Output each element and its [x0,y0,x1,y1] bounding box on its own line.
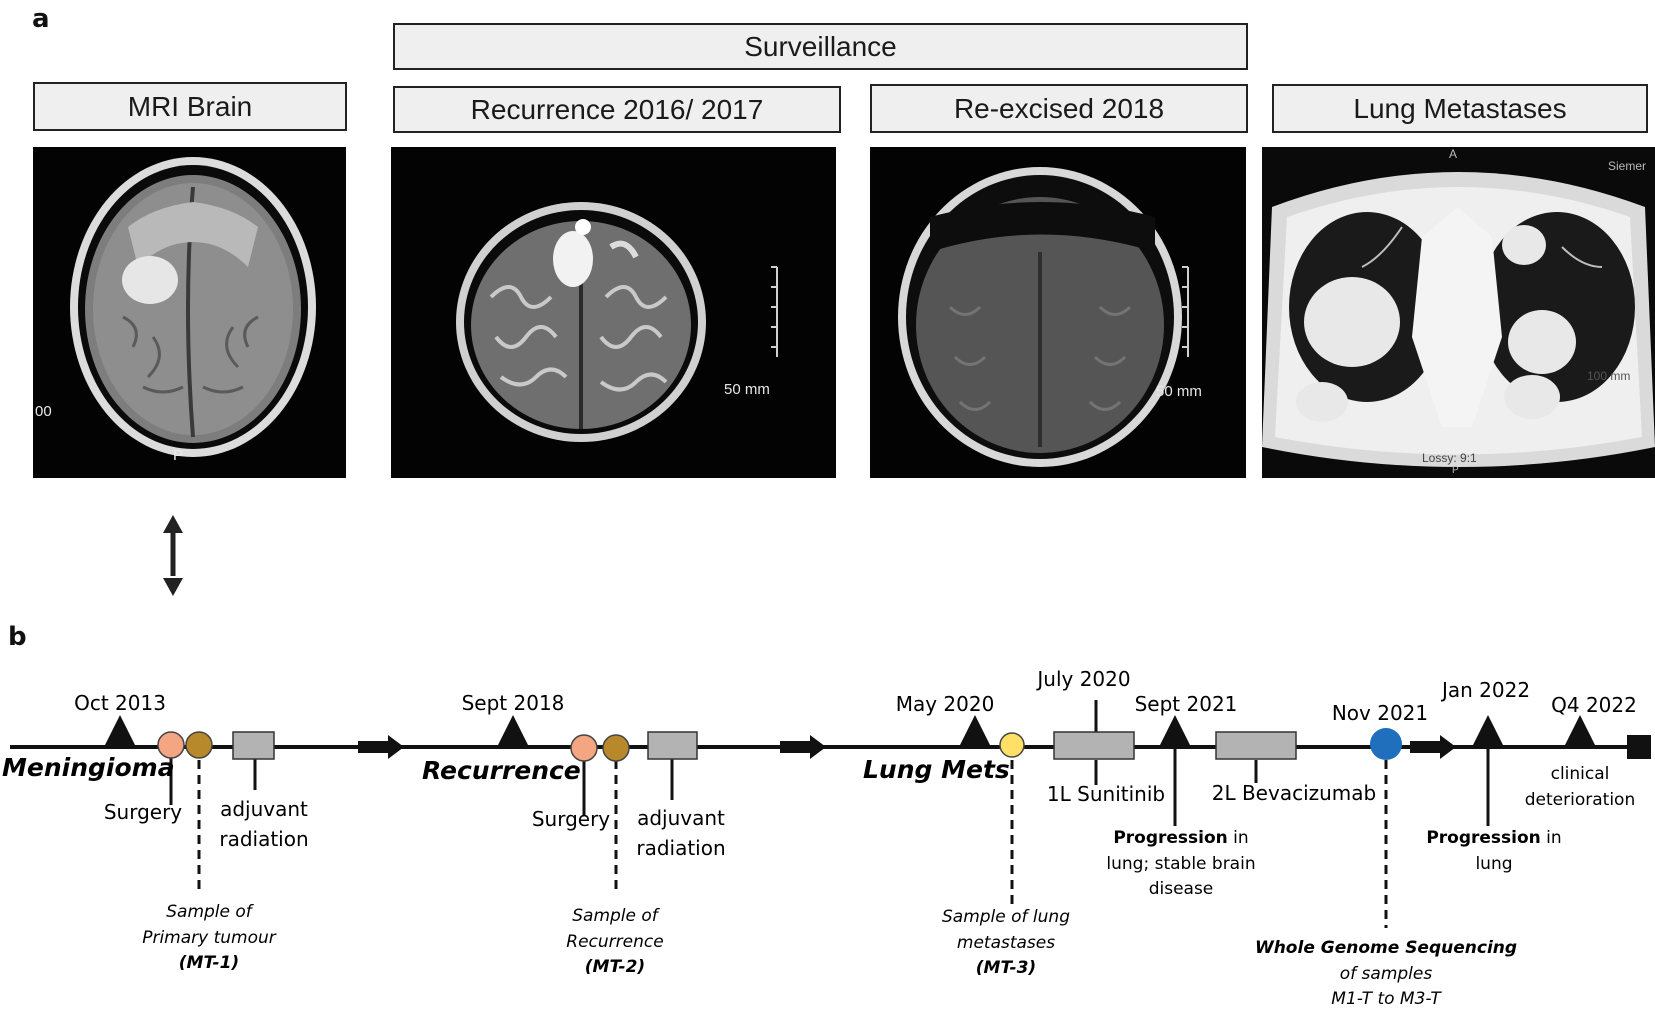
arrow-right-icon [1410,735,1456,759]
progression-rest: in [1541,828,1562,848]
sample-mt1-line2: Primary tumour [142,928,277,948]
lung-ct-scan: A Siemer 100 mm Lossy: 9:1 P [1262,147,1655,478]
reexcised-scan: 50 mm [870,147,1246,478]
surgery-label: Surgery [532,807,610,831]
lung-compression-label: Lossy: 9:1 [1422,451,1477,465]
reexcised-scale-label: 50 mm [1156,383,1202,400]
date-q4-2022: Q4 2022 [1551,693,1637,717]
clinical-label: clinical [1551,764,1610,784]
lung-vendor-label: Siemer [1608,159,1647,173]
date-sept-2018: Sept 2018 [462,691,565,715]
sample-mt1-id: (MT-1) [179,953,239,973]
date-marker-may-2020 [959,715,991,747]
deterioration-label: deterioration [1525,790,1635,810]
progression-bold: Progression [1113,828,1227,848]
radiation-label: radiation [636,836,725,860]
progression-line3: disease [1149,879,1214,899]
sample-marker [602,734,630,762]
progression-bold: Progression [1426,828,1540,848]
date-marker-sept-2021 [1159,715,1191,747]
radiation-label: radiation [219,827,308,851]
wgs-line3: M1-T to M3-T [1331,989,1442,1009]
date-jan-2022: Jan 2022 [1440,678,1530,702]
bevacizumab-box [1215,731,1297,760]
wgs-title: Whole Genome Sequencing [1255,938,1517,958]
date-marker-sept-2018 [497,715,529,747]
sample-mt2-line1: Sample of [572,906,661,926]
date-may-2020: May 2020 [896,692,995,716]
sample-mt2-line2: Recurrence [566,932,663,952]
surgery-marker [157,731,185,759]
arrow-right-icon [358,735,404,759]
stage-meningioma: Meningioma [2,753,175,782]
progression-line2: lung; stable brain [1106,854,1255,874]
mri-brain-scan: 00 P [33,147,346,478]
surgery-label: Surgery [104,800,182,824]
lung-posterior-label: P [1452,465,1459,476]
recurrence-scan: 50 mm [391,147,836,478]
date-oct-2013: Oct 2013 [74,691,166,715]
stage-recurrence: Recurrence [422,756,581,785]
date-sept-2021: Sept 2021 [1135,692,1238,716]
lung-metastases-header: Lung Metastases [1272,84,1648,133]
date-marker-jan-2022 [1472,715,1504,747]
stage-lung-mets: Lung Mets [863,755,1010,784]
wgs-line2: of samples [1340,964,1433,984]
sample-mt3-id: (MT-3) [976,958,1036,978]
lung-sample-marker [999,732,1025,758]
radiation-box [232,731,275,760]
mri-zoom-label: 00 [35,403,52,420]
surveillance-header: Surveillance [393,23,1248,70]
wgs-marker [1370,728,1402,760]
recurrence-header: Recurrence 2016/ 2017 [393,86,841,133]
sample-mt1-line1: Sample of [166,902,255,922]
sample-mt2-id: (MT-2) [585,957,645,977]
adjuvant-label: adjuvant [220,797,308,821]
progression-line2: lung [1475,854,1512,874]
sunitinib-label: 1L Sunitinib [1047,782,1165,806]
sample-mt3-line1: Sample of lung [942,907,1070,927]
sample-mt3-line2: metastases [957,933,1055,953]
recurrence-scale-label: 50 mm [724,381,770,398]
date-nov-2021: Nov 2021 [1332,701,1428,725]
radiation-box [647,731,698,760]
lung-anterior-label: A [1449,147,1458,161]
date-july-2020: July 2020 [1035,667,1130,691]
arrow-right-icon [780,735,826,759]
mri-posterior-label: P [173,447,184,464]
date-marker-q4-2022 [1564,715,1596,747]
sample-marker [185,731,213,759]
date-marker-oct-2013 [104,715,136,747]
mri-brain-header: MRI Brain [33,82,347,131]
adjuvant-label: adjuvant [637,806,725,830]
progression-lung-label: Progression in [1426,828,1561,848]
lung-scale-label: 100 mm [1587,369,1631,383]
bevacizumab-label: 2L Bevacizumab [1212,781,1377,805]
timeline-end-marker [1627,735,1651,759]
progression-rest: in [1228,828,1249,848]
reexcised-header: Re-excised 2018 [870,84,1248,133]
panel-a-letter: a [32,4,50,34]
surgery-marker [570,734,598,762]
sunitinib-box [1053,731,1135,760]
progression-lung-brain-label: Progression in [1113,828,1248,848]
panel-b-letter: b [8,622,27,652]
